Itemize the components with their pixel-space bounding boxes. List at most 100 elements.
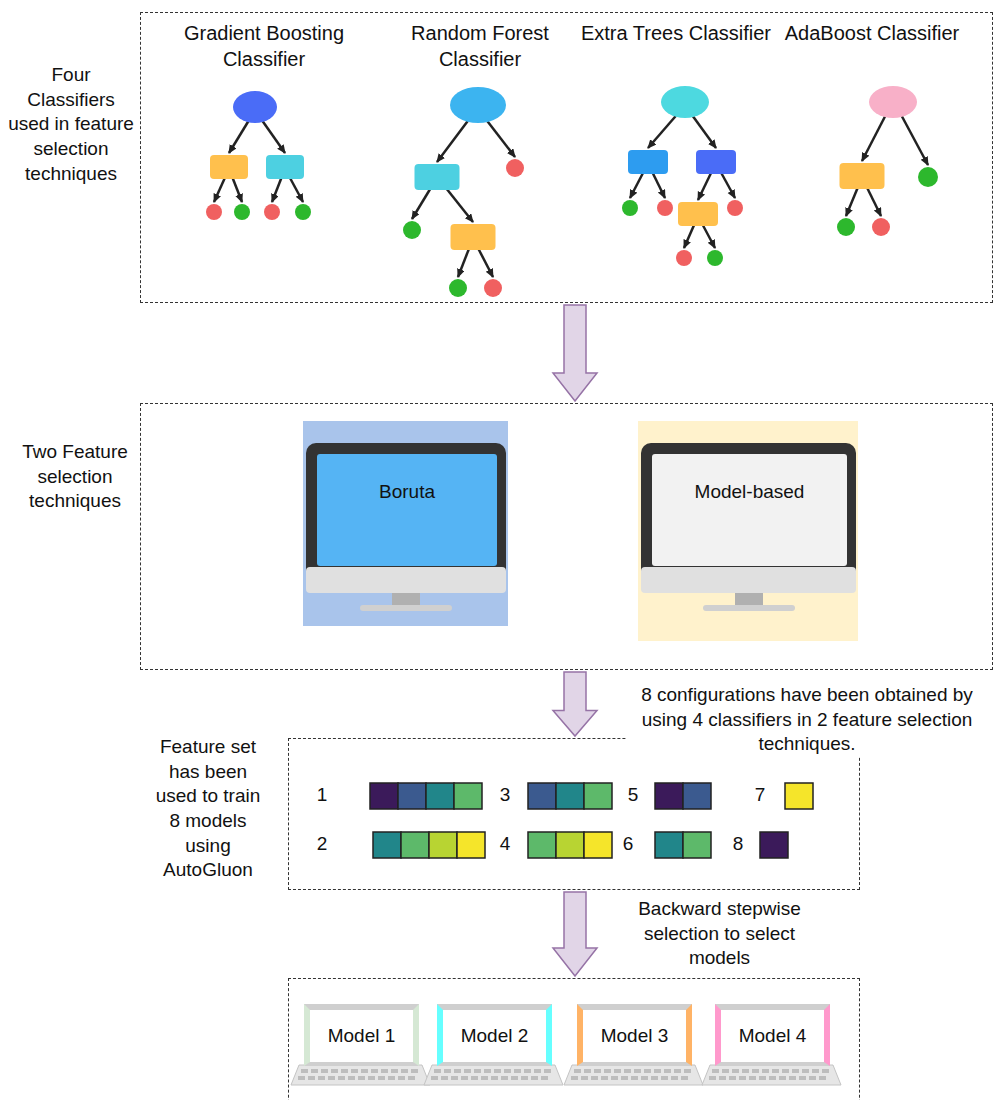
- keyboard-key: [434, 1069, 441, 1073]
- dashed-panel: Model 1 Model 2 Model 3 Model 4: [288, 978, 860, 1100]
- tree-branch: [867, 187, 881, 216]
- feature-cell: [457, 832, 485, 858]
- keyboard-key: [494, 1069, 501, 1073]
- keyboard-key: [611, 1076, 618, 1080]
- tree-branch: [458, 248, 469, 277]
- node-label: Model 1: [328, 1024, 396, 1048]
- block-arrow: [553, 672, 597, 736]
- tree-node-shape: [484, 279, 502, 297]
- monitor-frame: [641, 443, 856, 593]
- keyboard-key: [531, 1076, 538, 1080]
- laptop-screen: Model 4: [715, 1004, 830, 1066]
- keyboard-key: [601, 1076, 608, 1080]
- configuration-number: 2: [310, 832, 334, 857]
- keyboard-key: [411, 1069, 418, 1073]
- keyboard-key: [712, 1069, 719, 1073]
- feature-cell: [556, 783, 584, 809]
- keyboard-key: [812, 1069, 819, 1073]
- keyboard-key: [641, 1076, 648, 1080]
- tree-branch: [648, 116, 676, 148]
- laptop-base: [702, 1065, 841, 1085]
- tree-node-shape: [295, 204, 311, 220]
- keyboard-key: [454, 1069, 461, 1073]
- keyboard-key: [464, 1069, 471, 1073]
- keyboard-key: [782, 1069, 789, 1073]
- keyboard-key: [661, 1076, 668, 1080]
- edge-label: 8 configurations have been obtained by u…: [627, 683, 987, 757]
- keyboard-key: [351, 1069, 358, 1073]
- panel-heading: Four Classifiers used in feature selecti…: [8, 63, 134, 186]
- feature-bar: [528, 783, 612, 809]
- feature-bar: [370, 783, 482, 809]
- feature-cell: [528, 832, 556, 858]
- edge-label: Backward stepwise selection to select mo…: [612, 897, 827, 971]
- keyboard-key: [789, 1076, 796, 1080]
- keyboard-key: [709, 1076, 716, 1080]
- monitor-backdrop: [638, 421, 858, 641]
- tree-node-shape: [918, 167, 938, 187]
- tree-node-shape: [210, 155, 248, 179]
- feature-cell: [683, 832, 711, 858]
- tree-branch: [693, 116, 716, 148]
- laptop-base: [291, 1065, 430, 1085]
- feature-bar: [528, 832, 612, 858]
- keyboard-deck: [702, 1065, 841, 1085]
- keyboard-key: [624, 1069, 631, 1073]
- keyboard-key: [722, 1069, 729, 1073]
- keyboard-key: [401, 1069, 408, 1073]
- configuration-number: 1: [310, 783, 334, 808]
- keyboard-key: [371, 1069, 378, 1073]
- keyboard-key: [732, 1069, 739, 1073]
- tree-branch: [446, 188, 473, 222]
- keyboard-key: [769, 1076, 776, 1080]
- keyboard-key: [308, 1076, 315, 1080]
- dashed-panel: Two Feature selection techniquesBorutaMo…: [140, 403, 993, 670]
- monitor-stand: [735, 593, 763, 606]
- keyboard-key: [631, 1076, 638, 1080]
- keyboard-key: [681, 1076, 688, 1080]
- keyboard-key: [591, 1076, 598, 1080]
- keyboard-key: [819, 1076, 826, 1080]
- node-label: Boruta: [379, 480, 435, 504]
- laptop-screen: Model 1: [304, 1004, 419, 1066]
- keyboard-key: [514, 1069, 521, 1073]
- tree-node-shape: [266, 155, 304, 179]
- tree-icon: [206, 91, 311, 220]
- keyboard-key: [491, 1076, 498, 1080]
- tree-node-shape: [233, 91, 277, 123]
- tree-branch: [652, 172, 665, 198]
- tree-branch: [478, 248, 493, 277]
- keyboard-key: [594, 1069, 601, 1073]
- monitor-stand: [392, 593, 420, 606]
- keyboard-key: [584, 1069, 591, 1073]
- feature-cell: [683, 783, 711, 809]
- keyboard-key: [671, 1076, 678, 1080]
- keyboard-key: [729, 1076, 736, 1080]
- tree-branch: [698, 172, 712, 200]
- keyboard-key: [674, 1069, 681, 1073]
- keyboard-key: [749, 1076, 756, 1080]
- panel-heading: Two Feature selection techniques: [15, 440, 135, 514]
- keyboard-key: [802, 1069, 809, 1073]
- classifier-name: Extra Trees Classifier: [576, 20, 776, 46]
- tree-branch: [684, 224, 695, 248]
- keyboard-key: [474, 1069, 481, 1073]
- feature-bar: [785, 783, 813, 809]
- laptop-screen: Model 3: [577, 1004, 692, 1066]
- keyboard-key: [644, 1069, 651, 1073]
- tree-branch: [846, 187, 858, 216]
- keyboard-key: [481, 1076, 488, 1080]
- laptop-screen: Model 2: [437, 1004, 552, 1066]
- keyboard-key: [574, 1069, 581, 1073]
- keyboard-key: [719, 1076, 726, 1080]
- tree-node-shape: [622, 200, 638, 216]
- keyboard-key: [441, 1076, 448, 1080]
- classifier-name: Gradient Boosting Classifier: [157, 20, 372, 72]
- keyboard-key: [634, 1069, 641, 1073]
- tree-node-shape: [661, 86, 709, 118]
- keyboard-key: [444, 1069, 451, 1073]
- feature-cell: [584, 832, 612, 858]
- keyboard-key: [431, 1076, 438, 1080]
